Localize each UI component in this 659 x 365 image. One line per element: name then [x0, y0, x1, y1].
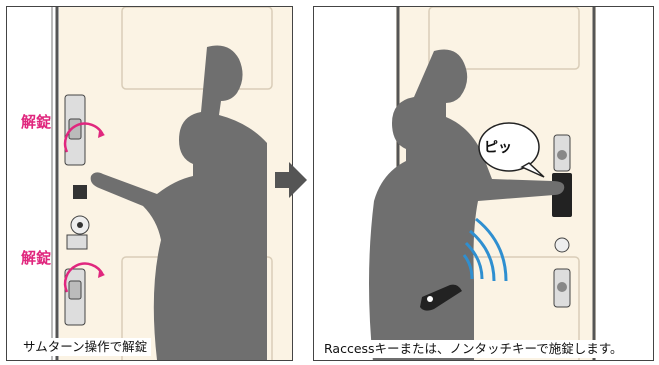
right-illustration-panel: ピッ Raccessキーまたは、ノンタッチキーで施錠します。: [313, 6, 654, 361]
person-silhouette: [369, 49, 565, 360]
rotate-arrow-bottom: [63, 262, 105, 293]
left-caption: サムターン操作で解錠: [19, 338, 152, 356]
right-arrow-icon: [275, 162, 307, 198]
left-scene: [51, 7, 292, 360]
speech-bubble-text: ピッ: [484, 140, 512, 156]
left-illustration-panel: 解錠 解錠 サムターン操作で解錠: [6, 6, 293, 361]
upper-thumbturn-lock: [64, 94, 86, 166]
electronic-lock: [552, 134, 572, 308]
lower-thumbturn-lock: [64, 268, 86, 326]
unlock-label-bottom: 解錠: [21, 249, 52, 267]
unlock-label-top: 解錠: [21, 113, 52, 131]
speech-bubble: [478, 122, 545, 178]
rotate-arrow-top: [63, 122, 105, 153]
right-caption: Raccessキーまたは、ノンタッチキーで施錠します。: [320, 340, 650, 358]
door-cylinder: [66, 185, 90, 250]
person-silhouette: [90, 45, 268, 360]
signal-waves-icon: [462, 217, 508, 282]
key-fob-icon: [420, 284, 462, 311]
right-scene: [369, 7, 596, 360]
